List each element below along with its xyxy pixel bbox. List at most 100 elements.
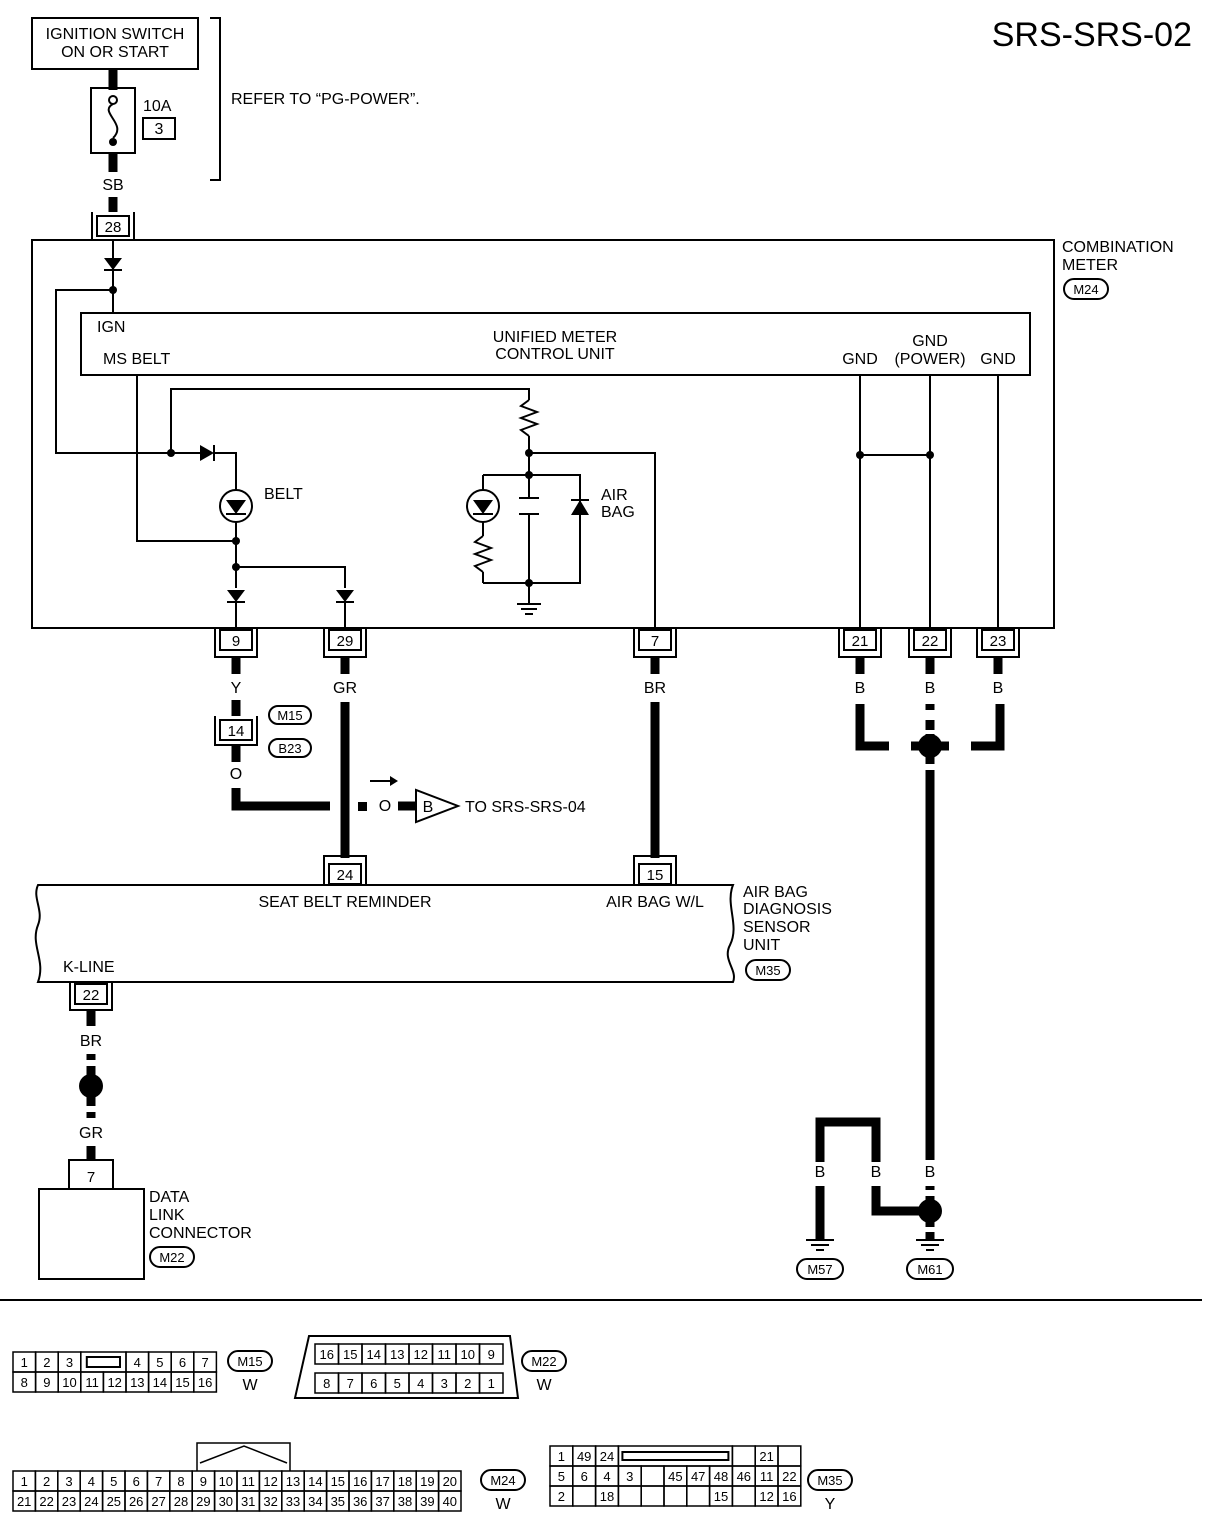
- wire-color-b-21: B: [855, 680, 866, 697]
- seat-belt-reminder-label: SEAT BELT REMINDER: [258, 894, 431, 911]
- ignition-label-line1: IGNITION SWITCH: [46, 26, 185, 43]
- dlc-name-1: DATA: [149, 1189, 190, 1206]
- pin-24-label: 24: [337, 867, 354, 884]
- m35-pin-16: [777, 1485, 802, 1507]
- m15-pin-10-label: 10: [62, 1375, 76, 1390]
- wire-ign-loop: [55, 289, 200, 454]
- m15-pin-4-label: 4: [134, 1355, 141, 1370]
- splice-ground-bottom: [918, 1199, 942, 1223]
- m35-pin-5-label: 5: [558, 1469, 565, 1484]
- m24-pin-4-label: 4: [88, 1474, 95, 1489]
- m35-pin-blank-r2-4: [640, 1465, 665, 1487]
- airbag-unit-name-4: UNIT: [743, 937, 781, 954]
- m24-pin-40: [437, 1490, 462, 1512]
- connector-23: 23: [976, 628, 1020, 658]
- fuse-terminal-top: [108, 95, 118, 105]
- m24-pin-15-label: 15: [331, 1474, 345, 1489]
- connector-view-m24-color: W: [495, 1496, 511, 1513]
- m22-pin-11-label: 11: [438, 1347, 452, 1362]
- wire-color-b-m57: B: [815, 1164, 826, 1181]
- m24-pin-17-label: 17: [375, 1474, 389, 1489]
- connector-badge-m57: [796, 1258, 844, 1280]
- m15-pin-16: [193, 1371, 218, 1393]
- air-bag-wl-label: AIR BAG W/L: [606, 894, 704, 911]
- diode-29-icon: [336, 590, 354, 602]
- page-title: SRS-SRS-02: [992, 16, 1192, 54]
- m35-pin-3-label: 3: [626, 1469, 633, 1484]
- m24-pin-27-label: 27: [151, 1494, 165, 1509]
- m24-pin-19-label: 19: [420, 1474, 434, 1489]
- m24-pin-34-label: 34: [308, 1494, 322, 1509]
- m35-pin-blank-r3-8: [731, 1485, 756, 1507]
- connector-badge-m24: [1063, 278, 1109, 300]
- m22-pin-3-label: 3: [441, 1376, 448, 1391]
- wire-o: [231, 788, 330, 811]
- wire-top-bus: [170, 388, 530, 453]
- resistor-top-icon: [518, 399, 540, 437]
- connector-view-m24-badge: [480, 1469, 526, 1491]
- m24-pin-32-label: 32: [263, 1494, 277, 1509]
- connector-view-m35-badge: [807, 1469, 853, 1491]
- m35-pin-1-label: 1: [558, 1449, 565, 1464]
- m22-pin-6-label: 6: [370, 1376, 377, 1391]
- m15-pin-2-label: 2: [43, 1355, 50, 1370]
- pin-7-dlc-label: 7: [87, 1169, 95, 1186]
- m22-pin-9-label: 9: [488, 1347, 495, 1362]
- fuse-terminal-bottom: [109, 138, 117, 146]
- m35-pin-16-label: 16: [782, 1489, 796, 1504]
- connector-view-m15-color: W: [242, 1377, 258, 1394]
- m15-pin-14-label: 14: [153, 1375, 167, 1390]
- m24-pin-6-label: 6: [133, 1474, 140, 1489]
- m24-pin-8-label: 8: [177, 1474, 184, 1489]
- m24-key: [196, 1442, 291, 1471]
- diode-9-icon: [227, 590, 245, 602]
- k-line-label: K-LINE: [63, 959, 115, 976]
- m15-pin-15-label: 15: [175, 1375, 189, 1390]
- m22-pin-14-label: 14: [367, 1347, 381, 1362]
- data-link-connector-box: [38, 1188, 145, 1280]
- wire-color-gr: GR: [333, 680, 357, 697]
- m24-pin-13-label: 13: [286, 1474, 300, 1489]
- airbag-unit-name-3: SENSOR: [743, 919, 811, 936]
- m24-pin-3-label: 3: [65, 1474, 72, 1489]
- connector-14: 14: [214, 716, 258, 746]
- m35-pin-15-label: 15: [714, 1489, 728, 1504]
- wire-color-b-m61: B: [925, 1164, 936, 1181]
- connector-15: 15: [633, 855, 677, 885]
- m35-pin-48-label: 48: [714, 1469, 728, 1484]
- m22-pin-8-label: 8: [323, 1376, 330, 1391]
- unified-meter-control-unit: [80, 312, 1031, 376]
- m35-pin-18-label: 18: [600, 1489, 614, 1504]
- zener-diode-icon: [571, 500, 589, 515]
- dlc-name-2: LINK: [149, 1207, 185, 1224]
- connector-22: 22: [908, 628, 952, 658]
- pin-7-label: 7: [651, 633, 659, 650]
- fuse-number-box: [142, 117, 176, 140]
- m24-pin-9-label: 9: [200, 1474, 207, 1489]
- connector-29: 29: [323, 628, 367, 658]
- connector-badge-m57-label: M57: [807, 1262, 832, 1277]
- fuse-number: 3: [155, 121, 164, 138]
- m24-pin-21-label: 21: [17, 1494, 31, 1509]
- connector-view-m22-color: W: [536, 1377, 552, 1394]
- wire-color-b-m57b: B: [871, 1164, 882, 1181]
- m24-pin-26-label: 26: [129, 1494, 143, 1509]
- control-unit-title-1: UNIFIED METER: [493, 329, 617, 346]
- m15-pin-8-label: 8: [21, 1375, 28, 1390]
- m22-shell: [293, 1335, 520, 1399]
- m35-pin-blank-b: [777, 1445, 802, 1467]
- pin-22-label: 22: [922, 633, 939, 650]
- m35-pin-46-label: 46: [737, 1469, 751, 1484]
- m22-pin-1-label: 1: [488, 1376, 495, 1391]
- m22-pin-13-label: 13: [390, 1347, 404, 1362]
- wire-ms-belt: [136, 375, 236, 542]
- pin-28-label: 28: [105, 219, 122, 236]
- m22-pin-12-label: 12: [414, 1347, 428, 1362]
- m35-pin-blank-a: [731, 1445, 756, 1467]
- wire-color-o: O: [230, 766, 242, 783]
- m35-pin-21-label: 21: [759, 1449, 773, 1464]
- connector-badge-b23: [268, 738, 312, 758]
- m35-pin-24-label: 24: [600, 1449, 614, 1464]
- connector-badge-m35-label: M35: [755, 963, 780, 978]
